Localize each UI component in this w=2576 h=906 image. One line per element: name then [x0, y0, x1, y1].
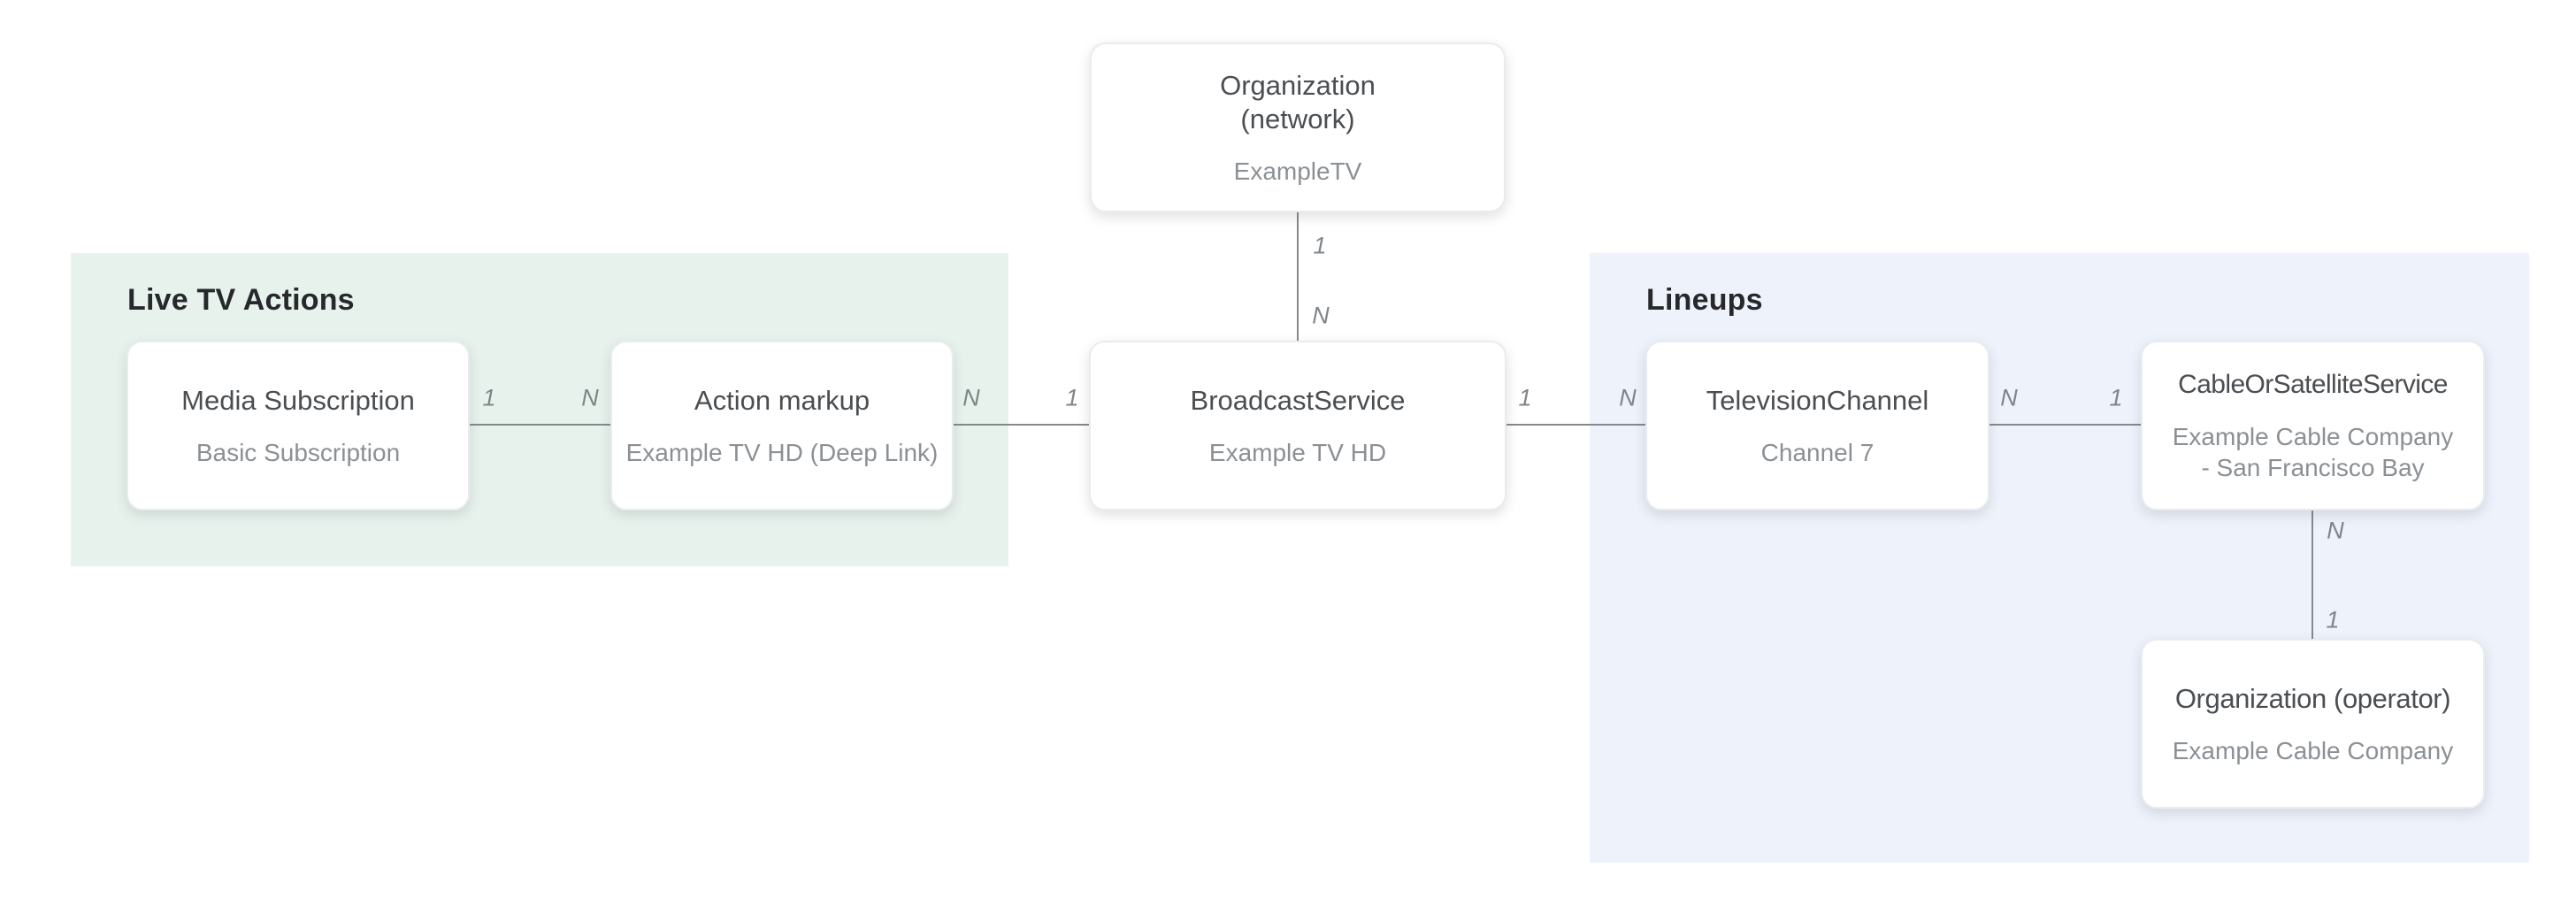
node-subtitle: Example TV HD (Deep Link) — [625, 438, 939, 466]
cardinality-label: 1 — [2109, 384, 2123, 411]
connector-cable-to-operator — [2312, 511, 2313, 639]
node-subtitle: Example Cable Company — [2172, 736, 2454, 764]
node-subtitle: Channel 7 — [1760, 438, 1874, 466]
region-lineups-title: Lineups — [1646, 283, 1763, 317]
cardinality-label: 1 — [482, 384, 496, 411]
node-subtitle: ExampleTV — [1233, 157, 1362, 185]
connector-broadcast-to-channel — [1506, 424, 1645, 426]
node-cable-or-satellite-service: CableOrSatelliteService Example Cable Co… — [2141, 341, 2485, 511]
connector-action-to-broadcast — [954, 424, 1089, 426]
cardinality-label: N — [1312, 302, 1330, 329]
cardinality-label: N — [2000, 384, 2018, 411]
node-broadcast-service: BroadcastService Example TV HD — [1089, 341, 1506, 511]
node-television-channel: TelevisionChannel Channel 7 — [1645, 341, 1990, 511]
cardinality-label: N — [2327, 517, 2344, 544]
cardinality-label: N — [1619, 384, 1637, 411]
cardinality-label: 1 — [1313, 232, 1327, 259]
node-title: Organization (operator) — [2174, 682, 2451, 714]
connector-network-to-broadcast — [1297, 212, 1299, 341]
cardinality-label: 1 — [1518, 384, 1532, 411]
node-organization-network: Organization (network) ExampleTV — [1090, 42, 1506, 212]
region-live-tv-actions-title: Live TV Actions — [127, 283, 355, 317]
node-subtitle: Basic Subscription — [196, 438, 401, 466]
node-subtitle: Example Cable Company - San Francisco Ba… — [2172, 423, 2454, 481]
node-title: Organization (network) — [1220, 69, 1376, 134]
node-title: Media Subscription — [181, 384, 415, 416]
connector-media-to-action — [470, 424, 610, 426]
node-organization-operator: Organization (operator) Example Cable Co… — [2141, 639, 2485, 809]
node-action-markup: Action markup Example TV HD (Deep Link) — [610, 341, 954, 511]
node-subtitle: Example TV HD — [1208, 438, 1387, 466]
node-media-subscription: Media Subscription Basic Subscription — [126, 341, 470, 511]
node-title: CableOrSatelliteService — [2178, 370, 2448, 399]
cardinality-label: N — [962, 384, 980, 411]
node-title: TelevisionChannel — [1706, 384, 1929, 416]
node-title: Action markup — [694, 384, 870, 416]
cardinality-label: N — [581, 384, 599, 411]
cardinality-label: 1 — [2326, 606, 2340, 633]
connector-channel-to-cable — [1990, 424, 2141, 426]
node-title: BroadcastService — [1190, 384, 1406, 416]
cardinality-label: 1 — [1065, 384, 1079, 411]
